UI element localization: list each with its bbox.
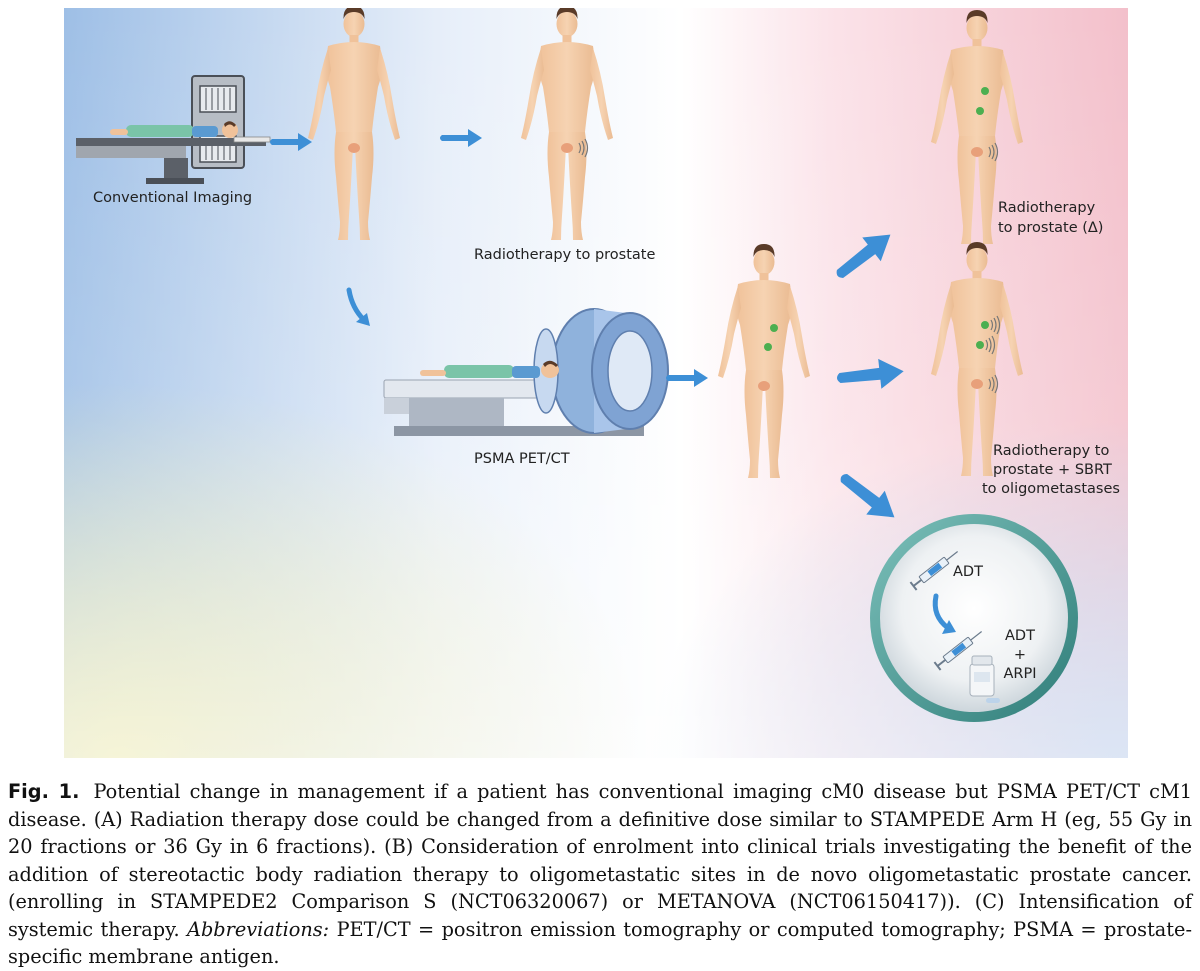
metastasis-marker	[770, 324, 778, 332]
label-rt-delta-line2: to prostate (Δ)	[998, 220, 1104, 236]
label-arpi: ARPI	[1003, 666, 1037, 682]
figure-number: Fig. 1.	[8, 780, 80, 803]
label-sbrt-line2: prostate + SBRT	[993, 462, 1112, 478]
label-sbrt-line1: Radiotherapy to	[993, 443, 1110, 459]
label-rt-delta-line1: Radiotherapy	[998, 200, 1096, 216]
figure-caption: Fig. 1.Potential change in management if…	[8, 778, 1192, 971]
caption-abbreviations: PET/CT = positron emission tomography or…	[8, 917, 1192, 969]
label-rt-prostate: Radiotherapy to prostate	[474, 247, 656, 263]
label-psma: PSMA PET/CT	[474, 451, 570, 467]
caption-text: Potential change in management if a pati…	[8, 780, 1192, 941]
caption-abbreviations-label: Abbreviations:	[187, 917, 330, 941]
label-adt: ADT	[953, 564, 983, 580]
prostate-marker	[348, 143, 360, 153]
flow-arrows	[270, 129, 906, 530]
figure-panel: Conventional Imaging Radiotherapy to pro…	[64, 8, 1128, 758]
label-sbrt-line3: to oligometastases	[982, 481, 1120, 497]
conventional-ct-scanner	[76, 75, 271, 184]
systemic-therapy-circle	[870, 514, 1078, 722]
psma-pet-ct-scanner	[383, 308, 669, 436]
label-plus: +	[1013, 647, 1027, 663]
label-adt-combo: ADT	[1005, 628, 1035, 644]
figure-illustration	[64, 8, 1128, 758]
label-conventional-imaging: Conventional Imaging	[93, 190, 253, 206]
